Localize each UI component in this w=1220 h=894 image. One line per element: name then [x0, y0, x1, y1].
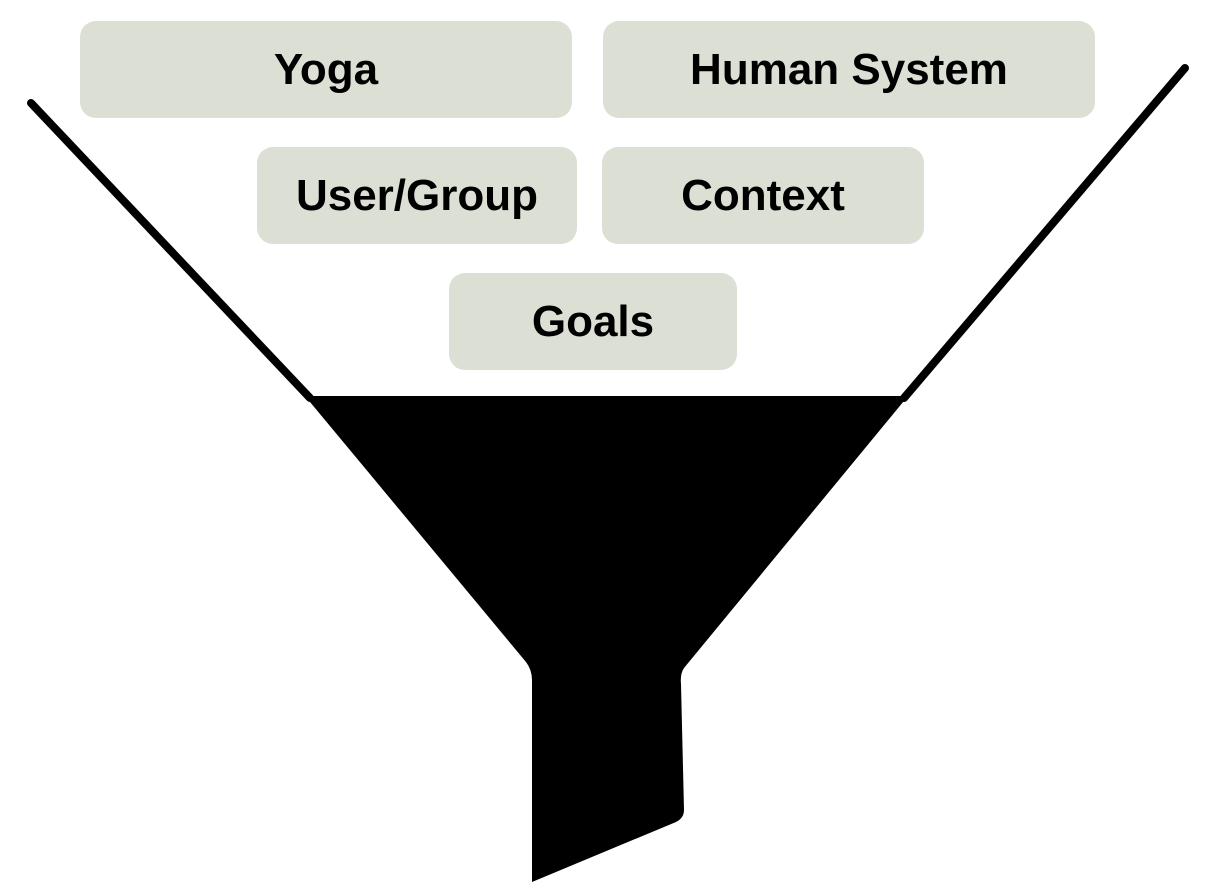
funnel-right-rim [900, 64, 1189, 402]
label-context-text: Context [681, 170, 845, 220]
label-box-yoga: Yoga [80, 21, 572, 118]
label-box-human-system: Human System [603, 21, 1095, 118]
label-human-system-text: Human System [690, 44, 1008, 94]
label-box-goals: Goals [449, 273, 737, 370]
funnel-body [305, 396, 908, 882]
label-box-context: Context [602, 147, 924, 244]
label-yoga-text: Yoga [273, 44, 379, 94]
label-box-user-group: User/Group [257, 147, 577, 244]
label-user-group-text: User/Group [295, 170, 539, 220]
label-goals-text: Goals [531, 296, 655, 346]
funnel-left-rim [27, 99, 314, 402]
